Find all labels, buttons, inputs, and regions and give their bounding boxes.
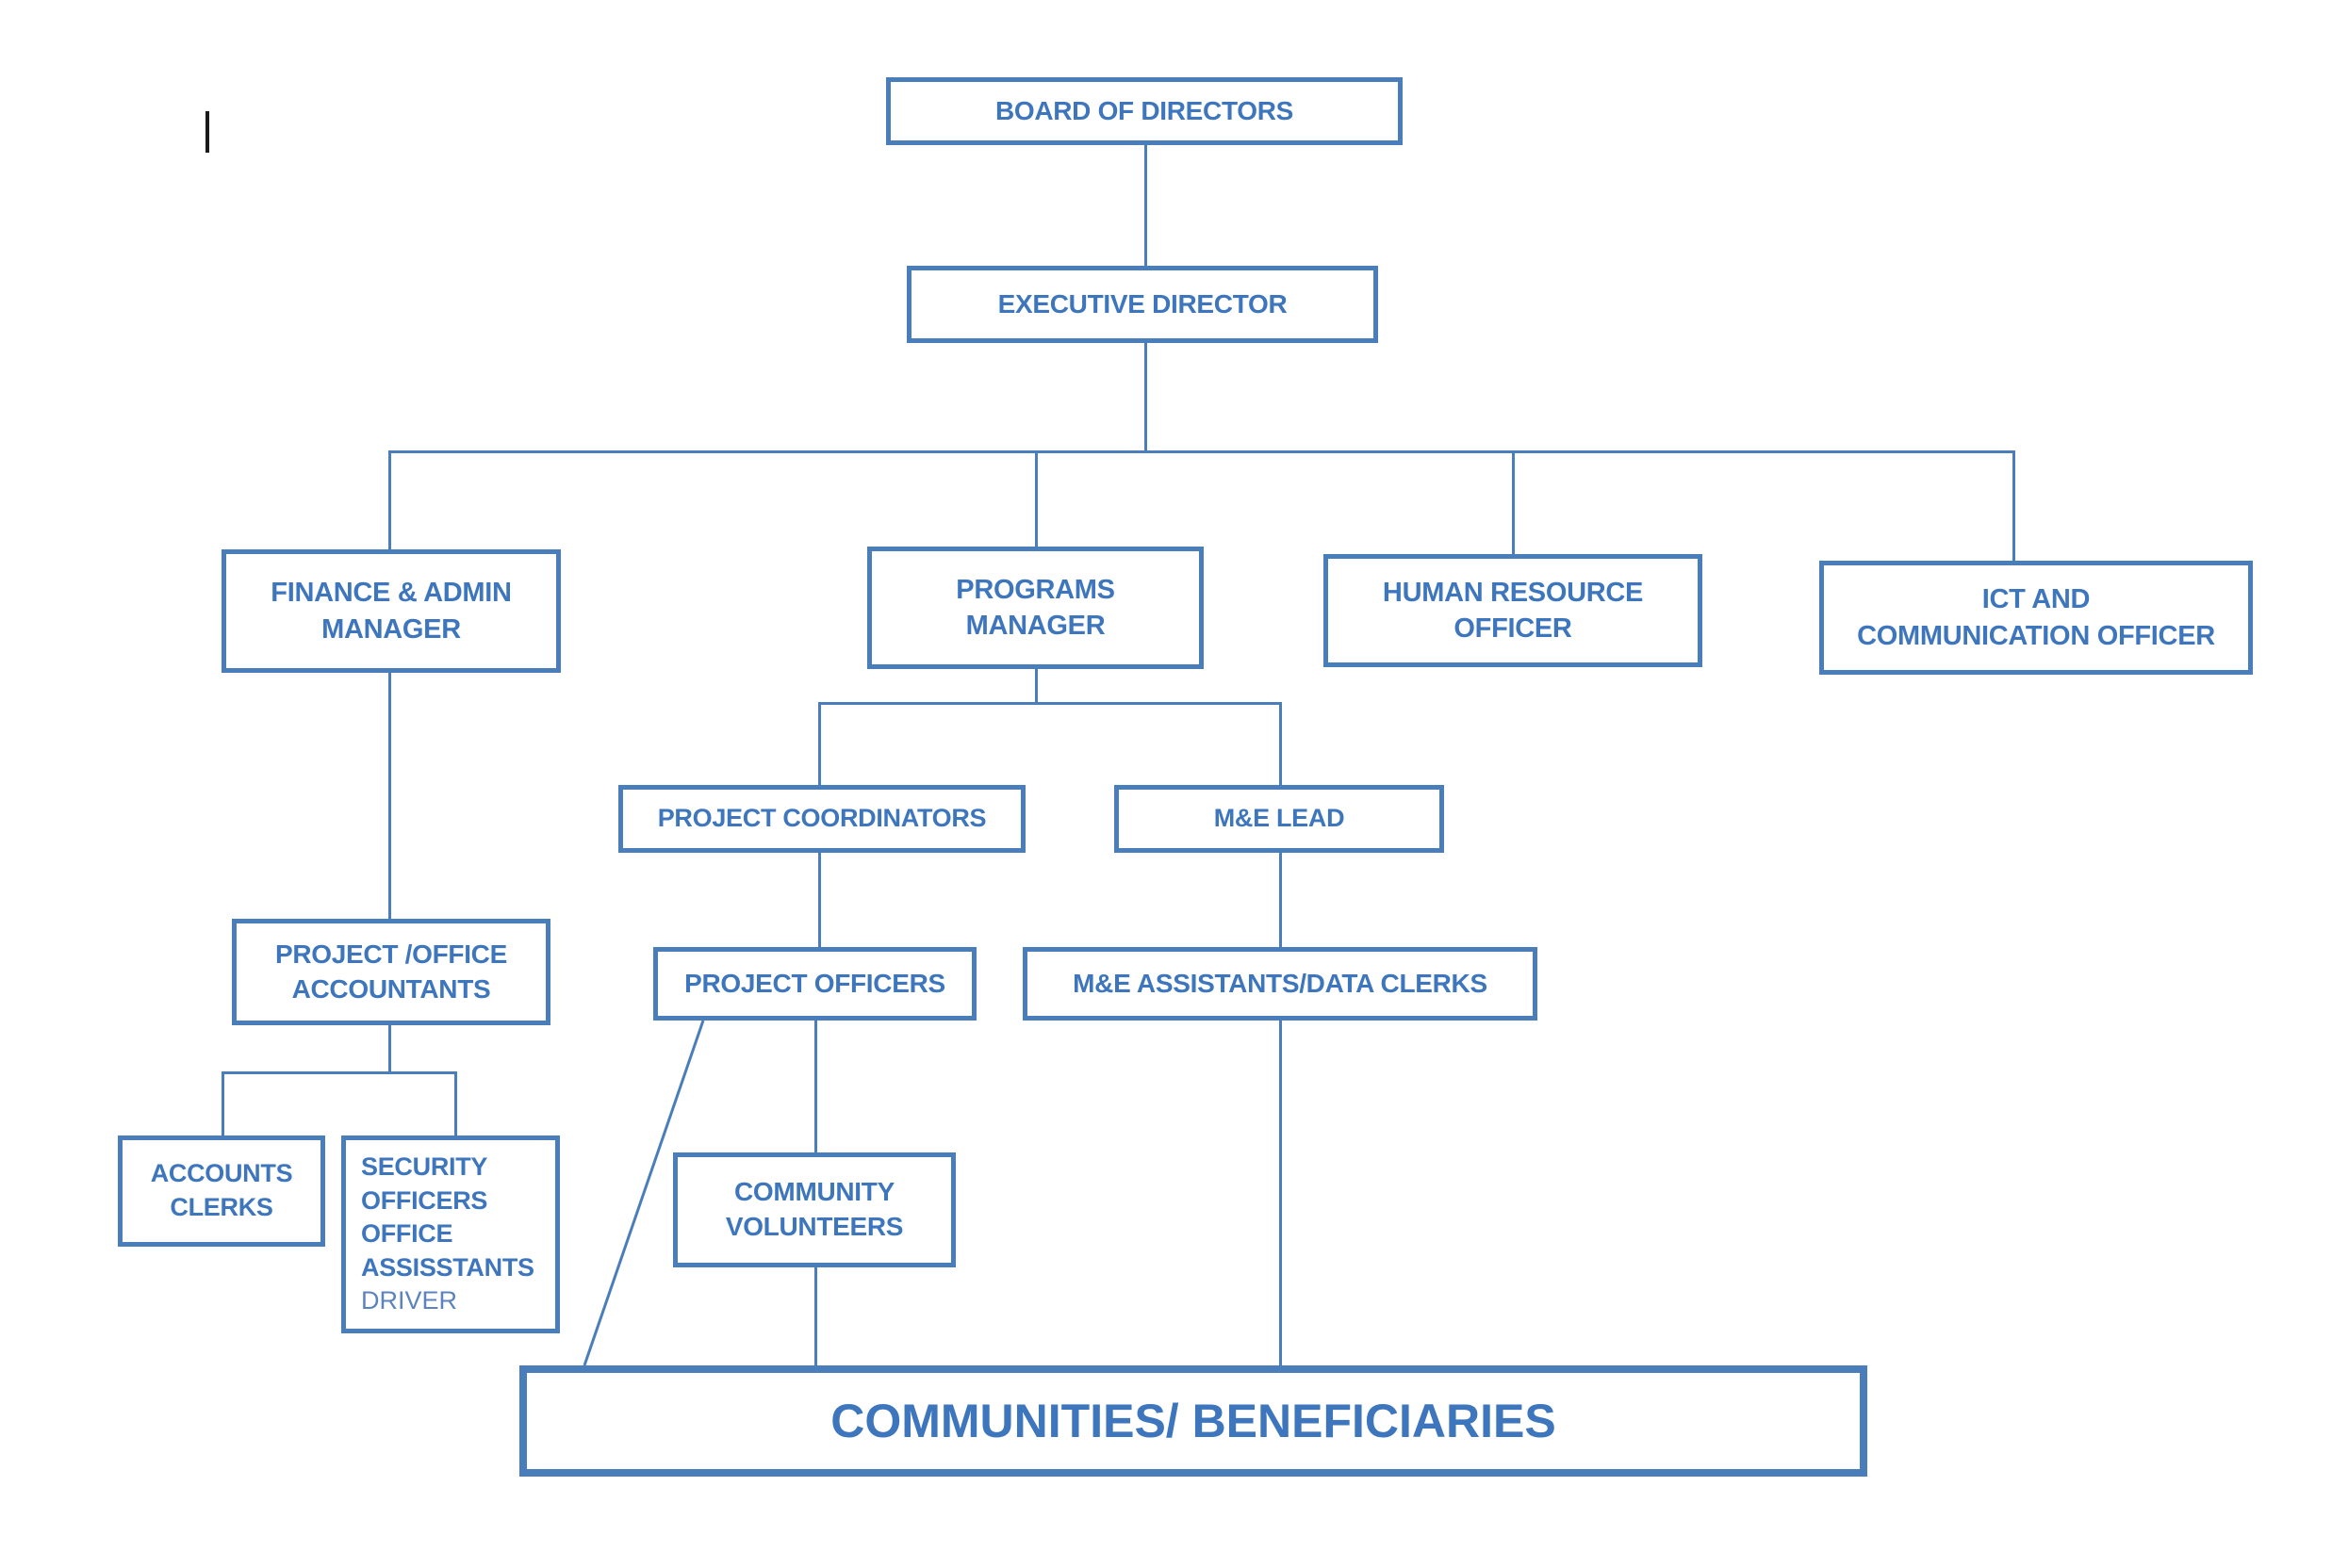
node-finance-admin-manager[interactable]: FINANCE & ADMIN MANAGER	[222, 549, 561, 673]
node-label: M&E LEAD	[1213, 804, 1345, 833]
connector-finance-to-accountants	[388, 673, 391, 919]
node-label: COMMUNITY VOLUNTEERS	[725, 1177, 904, 1241]
text-cursor-caret	[205, 111, 209, 153]
node-communities-beneficiaries[interactable]: COMMUNITIES/ BENEFICIARIES	[519, 1365, 1867, 1477]
node-label: PROJECT /OFFICE ACCOUNTANTS	[275, 939, 507, 1004]
node-label: M&E ASSISTANTS/DATA CLERKS	[1073, 968, 1487, 998]
node-label: BOARD OF DIRECTORS	[994, 95, 1294, 125]
node-community-volunteers[interactable]: COMMUNITY VOLUNTEERS	[673, 1152, 956, 1267]
connector-bus-to-me-lead	[1279, 702, 1282, 785]
node-label: EXECUTIVE DIRECTOR	[997, 288, 1288, 318]
node-label: PROJECT COORDINATORS	[657, 804, 987, 833]
node-label: ICT AND COMMUNICATION OFFICER	[1857, 584, 2215, 651]
node-label: FINANCE & ADMIN MANAGER	[271, 578, 512, 645]
connector-melead-to-assistants	[1279, 853, 1282, 947]
node-label-group: SECURITY OFFICERS OFFICE ASSISSTANTS DRIV…	[361, 1151, 548, 1318]
connector-assistants-to-communities	[1279, 1021, 1282, 1367]
connector-programs-drop	[1035, 669, 1038, 703]
connector-executive-drop	[1144, 343, 1147, 452]
connector-bus-to-hr	[1512, 450, 1515, 554]
node-label: ACCOUNTS CLERKS	[150, 1159, 293, 1221]
node-project-office-accountants[interactable]: PROJECT /OFFICE ACCOUNTANTS	[232, 919, 550, 1025]
node-programs-manager[interactable]: PROGRAMS MANAGER	[867, 547, 1204, 669]
connector-bus-to-programs	[1035, 450, 1038, 547]
node-ict-communication-officer[interactable]: ICT AND COMMUNICATION OFFICER	[1819, 561, 2253, 675]
node-board-of-directors[interactable]: BOARD OF DIRECTORS	[886, 77, 1403, 145]
node-human-resource-officer[interactable]: HUMAN RESOURCE OFFICER	[1323, 554, 1702, 667]
node-accounts-clerks[interactable]: ACCOUNTS CLERKS	[118, 1135, 325, 1247]
node-sublabel-driver: DRIVER	[361, 1286, 458, 1315]
node-label: PROJECT OFFICERS	[684, 968, 945, 998]
connector-bus-to-finance-admin	[388, 450, 391, 549]
connector-board-to-executive	[1144, 143, 1147, 266]
node-project-coordinators[interactable]: PROJECT COORDINATORS	[618, 785, 1026, 853]
node-label: HUMAN RESOURCE OFFICER	[1382, 577, 1644, 644]
connector-tier2-bus	[388, 450, 2015, 453]
connector-bus-to-project-coordinators	[818, 702, 821, 785]
connector-accountants-drop	[388, 1025, 391, 1074]
connector-officers-to-volunteers	[814, 1021, 817, 1152]
connector-coordinators-to-officers	[818, 853, 821, 947]
connector-accountants-bus	[222, 1071, 457, 1074]
node-label: COMMUNITIES/ BENEFICIARIES	[830, 1395, 1556, 1447]
node-executive-director[interactable]: EXECUTIVE DIRECTOR	[907, 266, 1378, 343]
node-label: PROGRAMS MANAGER	[956, 574, 1115, 641]
connector-programs-bus	[818, 702, 1282, 705]
node-project-officers[interactable]: PROJECT OFFICERS	[653, 947, 977, 1021]
node-label: SECURITY OFFICERS OFFICE ASSISSTANTS	[361, 1152, 534, 1282]
connector-bus-to-security	[454, 1071, 457, 1135]
node-me-assistants-data-clerks[interactable]: M&E ASSISTANTS/DATA CLERKS	[1023, 947, 1537, 1021]
connector-volunteers-to-communities	[814, 1267, 817, 1367]
node-security-officers-office-assistants[interactable]: SECURITY OFFICERS OFFICE ASSISSTANTS DRIV…	[341, 1135, 560, 1333]
connector-bus-to-accounts-clerks	[222, 1071, 224, 1135]
connector-bus-to-ict	[2012, 450, 2015, 561]
node-me-lead[interactable]: M&E LEAD	[1114, 785, 1444, 853]
